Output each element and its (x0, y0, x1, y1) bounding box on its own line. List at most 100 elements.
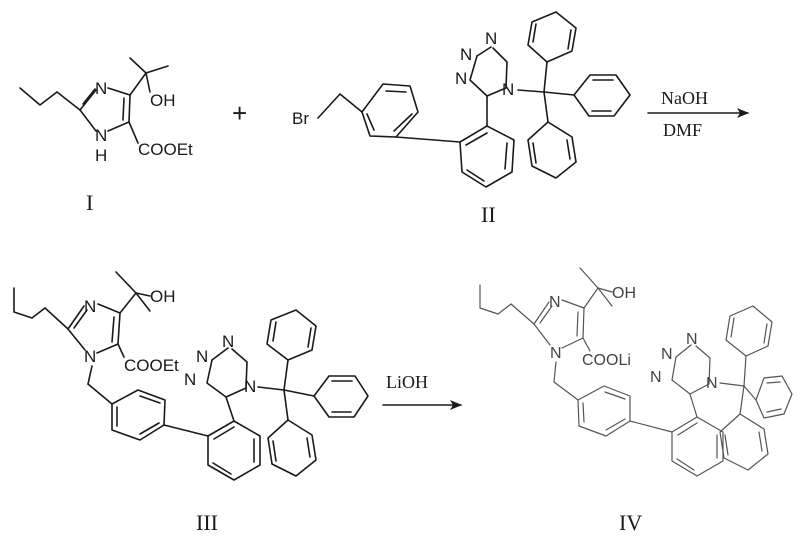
trityl-bond-right (283, 389, 315, 397)
trityl-phenyl-top (266, 309, 317, 361)
reagent-lioh: LiOH (386, 372, 428, 392)
biaryl-bond (629, 420, 673, 433)
bond-c4-cq (129, 72, 147, 96)
bond-cq-me2 (135, 292, 151, 312)
bond-c2-n3 (79, 89, 97, 111)
n-trityl-bond (517, 89, 545, 93)
tetrazole-n1: N (244, 377, 256, 396)
carboxylate-group: COOLi (582, 352, 631, 369)
biaryl-bond (163, 424, 209, 437)
bond-c5-n1 (561, 337, 584, 349)
bond-n1-c2 (67, 328, 86, 351)
upper-phenyl-double-2 (139, 422, 160, 435)
trityl-phenyl-bottom (267, 419, 317, 477)
tetrazole-n1: N (502, 80, 514, 99)
tetrazole-bond-right (486, 47, 508, 97)
bond-cq-oh (597, 287, 613, 293)
lower-phenyl-double-3 (212, 462, 232, 475)
imidazole-n1-atom: N (84, 347, 96, 366)
ester-group: COOEt (138, 140, 193, 159)
aryl-tetrazole-bond (225, 396, 235, 422)
bond-c5-n1 (107, 121, 130, 132)
tetrazole-bond-right (689, 345, 711, 395)
tetrazole-bond-top (476, 46, 492, 57)
tetrazole-n2: N (485, 29, 497, 48)
tetrazole-bond-left (671, 356, 691, 395)
trityl-phenyl-bottom (719, 413, 769, 471)
trityl-bottom-double-1 (272, 440, 277, 462)
reaction-arrow-2: LiOH (382, 372, 462, 410)
upper-phenyl-double-3 (366, 113, 375, 131)
compound-label-IV: IV (619, 510, 642, 535)
trityl-phenyl-bottom (527, 121, 577, 179)
bond-n3-c4 (97, 303, 121, 314)
lower-phenyl-double-1 (465, 132, 488, 146)
bond-c2-n3-double (73, 309, 88, 329)
bond-cq-me1 (129, 57, 147, 74)
imidazole-h-atom: H (95, 146, 107, 165)
bond-c4-c5-double (111, 316, 115, 343)
bond-c5-ester (117, 343, 125, 358)
bromomethyl-bond (317, 93, 363, 119)
upper-phenyl-ring (361, 83, 419, 138)
bond-c4-c5-double (122, 97, 125, 121)
trityl-bond-bottom (739, 385, 745, 415)
ch2-aryl-bond (87, 383, 113, 405)
bond-cq-oh (145, 72, 151, 93)
imidazole-nh-atom: N (95, 126, 107, 145)
trityl-bottom-double-2 (306, 437, 311, 458)
trityl-top-double-2 (763, 323, 768, 344)
lower-phenyl-ring (671, 416, 724, 477)
bond-c5-n1 (96, 343, 119, 354)
bond-c4-c5 (117, 312, 121, 345)
tetrazole-n4: N (650, 369, 662, 386)
trityl-phenyl-top (725, 305, 773, 357)
upper-phenyl-double-1 (139, 395, 161, 404)
hydroxyl-group: OH (150, 287, 176, 306)
n-trityl-bond (719, 382, 745, 387)
bond-c2-n3 (67, 305, 85, 330)
lower-phenyl-double-1 (677, 422, 698, 436)
tetrazole-n4: N (455, 69, 467, 88)
propyl-bond (44, 307, 69, 330)
tetrazole-bond-top (675, 344, 692, 358)
upper-phenyl-double-2 (605, 418, 626, 431)
trityl-bottom-double-1 (532, 142, 537, 164)
compound-label-II: II (481, 202, 496, 227)
trityl-right-double-1 (766, 381, 781, 384)
bond-c5-ester (128, 121, 139, 144)
imidazole-n3-atom: N (84, 297, 96, 316)
reaction-arrow-1: NaOH DMF (647, 88, 749, 140)
tetrazole-n2: N (686, 331, 698, 348)
n-ch2-bond (553, 361, 557, 383)
upper-phenyl-double-2 (393, 113, 413, 132)
tetrazole-bond-left (469, 55, 488, 97)
upper-phenyl-ring (111, 389, 166, 441)
tetrazole-n3: N (196, 347, 208, 366)
bond-c4-cq (583, 287, 599, 309)
n-trityl-bond (257, 386, 285, 391)
trityl-bottom-double-2 (758, 431, 763, 452)
bond-n3-c4 (561, 299, 585, 309)
tetrazole-n2: N (222, 332, 234, 351)
trityl-phenyl-top (527, 11, 577, 63)
lower-phenyl-double-3 (466, 169, 485, 182)
imidazole-n3-atom: N (549, 294, 561, 311)
trityl-phenyl-right (755, 375, 793, 419)
propyl-bond (510, 303, 535, 325)
lower-phenyl-double-3 (676, 458, 695, 471)
trityl-bond-top (543, 61, 548, 93)
compound-I: N N H OH COOEt (19, 57, 193, 165)
trityl-bond-top (283, 359, 289, 391)
tetrazole-n3: N (460, 45, 472, 64)
n-ch2-bond (87, 365, 93, 385)
trityl-top-double-2 (567, 29, 572, 50)
imidazole-n1-atom: N (550, 345, 562, 362)
bond-c4-c5 (582, 307, 585, 339)
trityl-top-double-2 (307, 327, 312, 348)
bromo-atom: Br (292, 109, 309, 128)
biaryl-bond (395, 136, 461, 143)
tetrazole-n3: N (661, 346, 673, 363)
aryl-tetrazole-bond (689, 393, 698, 418)
bond-c4-c5-double (576, 311, 579, 337)
